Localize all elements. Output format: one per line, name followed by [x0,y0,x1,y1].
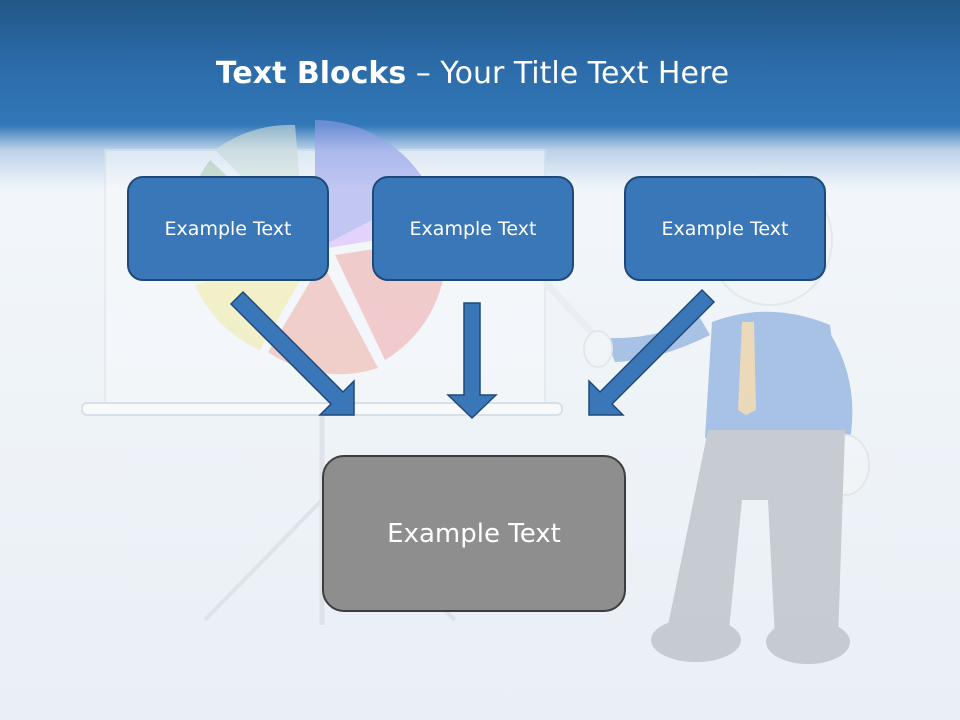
text-block-3[interactable]: Example Text [624,176,826,281]
title-separator: – [406,56,441,91]
down-arrow-icon [588,288,716,416]
text-block-2[interactable]: Example Text [372,176,574,281]
text-block-1[interactable]: Example Text [127,176,329,281]
title-rest: Your Title Text Here [440,56,730,91]
center-text-block[interactable]: Example Text [322,455,626,612]
title-bold: Text Blocks [215,56,407,91]
slide-title: Text Blocks – Your Title Text Here [0,52,945,96]
down-arrow-icon [229,290,355,416]
down-arrow-icon [446,302,498,420]
